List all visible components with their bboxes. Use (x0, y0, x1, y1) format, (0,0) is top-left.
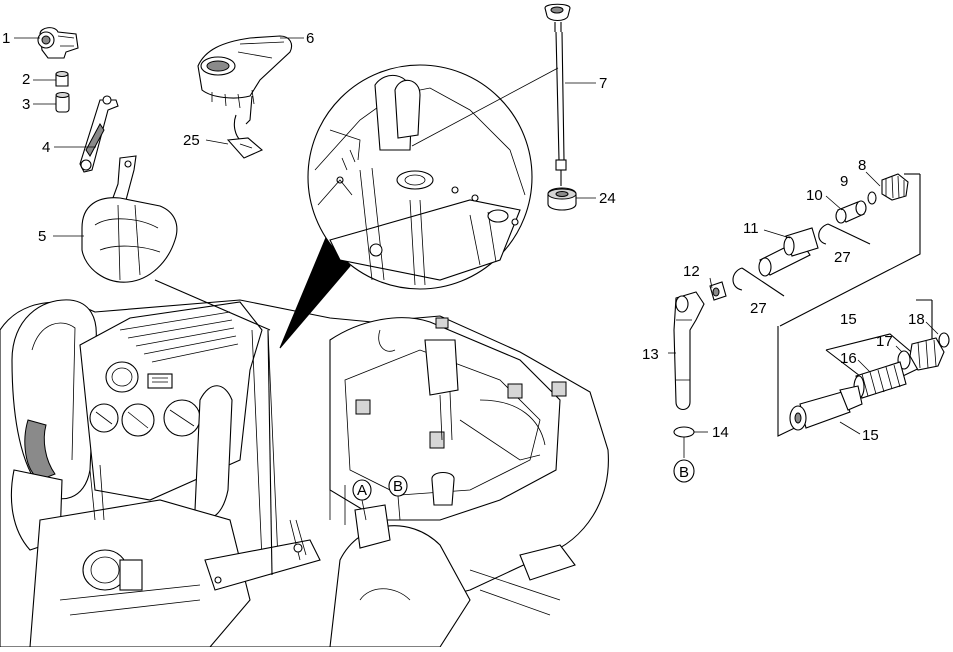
callout-18: 18 (908, 311, 925, 328)
part-8-nut (881, 173, 909, 201)
machine-body (0, 279, 609, 648)
detail-magnifier (279, 64, 533, 349)
callout-13: 13 (642, 346, 659, 363)
part-6-tank-cover (197, 35, 293, 125)
leader-lines (14, 37, 939, 458)
callout-14: 14 (712, 424, 729, 441)
part-18-nut (909, 332, 950, 371)
callout-11: 11 (743, 220, 759, 237)
callout-b-right: B (679, 464, 689, 481)
callout-16: 16 (840, 350, 857, 367)
callout-1: 1 (2, 30, 10, 47)
callout-10: 10 (806, 187, 823, 204)
callout-7: 7 (599, 75, 607, 92)
part-9-ring (867, 191, 877, 205)
part-15-body (789, 385, 863, 431)
connector-label-a: A (357, 482, 367, 499)
part-10-coupling (835, 200, 867, 224)
callout-17: 17 (876, 333, 893, 350)
part-15-assembly (825, 333, 917, 377)
callout-27-upper: 27 (834, 249, 851, 266)
part-14-washer (673, 426, 695, 438)
connector-marker-b-right (673, 459, 695, 483)
part-5-bracket-and-bag (81, 155, 178, 283)
callout-15-upper: 15 (840, 311, 857, 328)
callout-5: 5 (38, 228, 46, 245)
callout-8: 8 (858, 157, 866, 174)
part-12-fitting (709, 281, 727, 301)
part-3-filter (55, 92, 70, 113)
part-11-sleeve (758, 227, 819, 277)
callout-3: 3 (22, 96, 30, 113)
callout-labels: 1 2 3 4 5 6 25 7 24 8 9 10 11 27 12 27 1… (2, 30, 925, 499)
part-16-filter (853, 361, 907, 399)
part-4-lever (79, 95, 119, 173)
part-13-lance (673, 291, 705, 411)
callout-15-lower: 15 (862, 427, 879, 444)
part-2-cap (55, 71, 69, 87)
callout-12: 12 (683, 263, 700, 280)
callout-4: 4 (42, 139, 50, 156)
callout-9: 9 (840, 173, 848, 190)
part-25-label-tag (226, 114, 264, 159)
part-27-clip-lower (732, 267, 785, 297)
part-27-clip-upper (818, 223, 871, 245)
callout-27-lower: 27 (750, 300, 767, 317)
callout-24: 24 (599, 190, 616, 207)
connector-label-b: B (393, 478, 403, 495)
callout-2: 2 (22, 71, 30, 88)
callout-6: 6 (306, 30, 314, 47)
part-1-valve (37, 27, 79, 59)
callout-25: 25 (183, 132, 200, 149)
detail-view-content (314, 74, 526, 286)
part-7-hose (544, 3, 571, 186)
part-24-adapter (547, 187, 577, 211)
